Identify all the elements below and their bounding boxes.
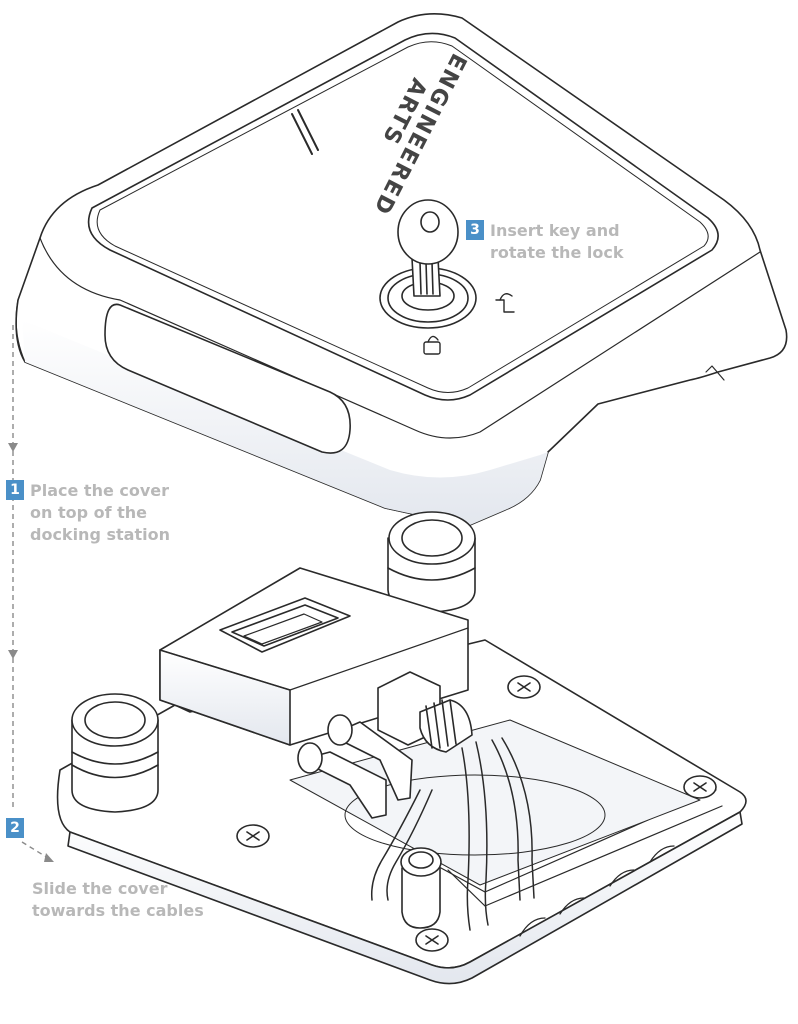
step-1-line-1: Place the cover [30, 481, 170, 500]
step-2-callout: 2 [6, 818, 24, 838]
step-3-callout: 3 Insert key and rotate the lock [466, 220, 623, 264]
key-icon [397, 199, 459, 297]
step-2-text: Slide the cover towards the cables [32, 878, 204, 922]
rear-bumper [387, 511, 476, 613]
step-3-line-1: Insert key and [490, 221, 620, 240]
step-1-line-3: docking station [30, 525, 170, 544]
base-plate [56, 639, 747, 985]
step-1-badge: 1 [6, 480, 24, 500]
lock-closed-icon [423, 335, 441, 355]
step-3-badge: 3 [466, 220, 484, 240]
arrow-down-icon [8, 443, 54, 862]
logo-underline [291, 109, 319, 155]
cables [370, 737, 535, 931]
lock-open-icon [495, 293, 515, 313]
power-plugs [297, 714, 413, 819]
step-2-line-2: towards the cables [32, 901, 204, 920]
cable-clip [400, 847, 442, 929]
step-1-line-2: on top of the [30, 503, 148, 522]
screw-icon [236, 675, 717, 952]
left-bumper [71, 693, 159, 813]
step-1-callout: 1 Place the cover on top of the docking … [6, 480, 170, 546]
step-3-line-2: rotate the lock [490, 243, 624, 262]
step-2-line-1: Slide the cover [32, 879, 168, 898]
ethernet-connector [377, 671, 473, 753]
motion-arrows [12, 325, 49, 859]
cover [15, 13, 788, 526]
step-2-badge: 2 [6, 818, 24, 838]
lock-icon [379, 267, 477, 329]
